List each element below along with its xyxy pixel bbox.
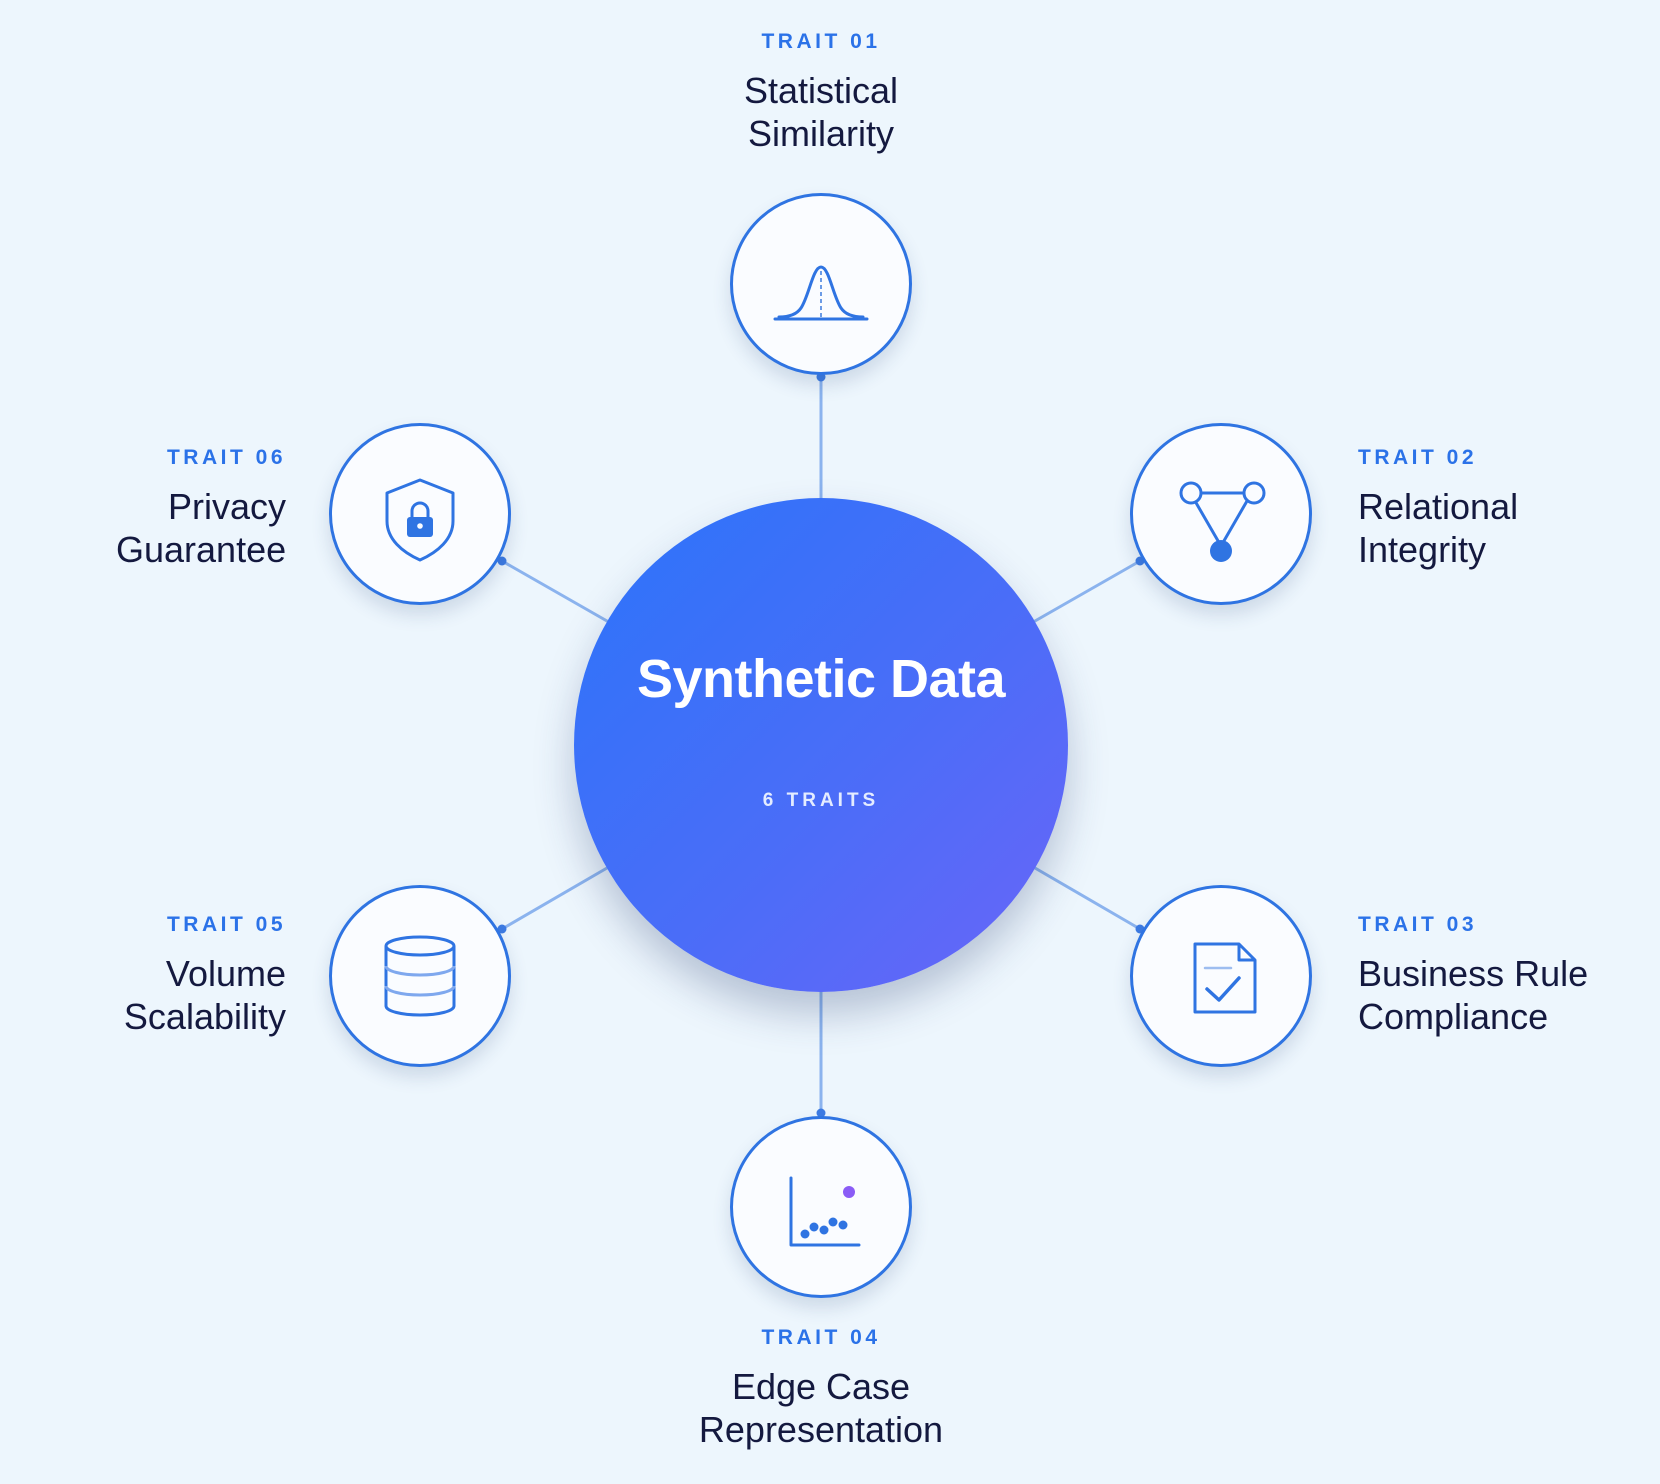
- trait-03-label: TRAIT 03 Business Rule Compliance: [1358, 912, 1660, 1038]
- trait-01-node: [730, 193, 912, 375]
- trait-name: Edge Case Representation: [698, 1366, 944, 1450]
- connected-nodes-icon: [1179, 481, 1266, 562]
- trait-06-node: [329, 423, 511, 605]
- trait-name: Statistical Similarity: [743, 70, 899, 154]
- trait-number: TRAIT 01: [761, 30, 881, 53]
- trait-number: TRAIT 03: [1358, 913, 1478, 936]
- database-icon: [384, 935, 456, 1017]
- trait-01-label: TRAIT 01 Statistical Similarity: [656, 29, 986, 155]
- trait-name: Relational Integrity: [1358, 486, 1519, 570]
- scatter-plot-outlier-icon: [789, 1176, 861, 1247]
- connector-trait-05: [500, 866, 609, 931]
- hub-title: Synthetic Data: [636, 649, 1006, 709]
- center-hub: Synthetic Data 6 TRAITS: [574, 498, 1068, 992]
- trait-name: Volume Scalability: [123, 953, 286, 1037]
- trait-number: TRAIT 02: [1358, 446, 1478, 469]
- connector-dot: [816, 1108, 826, 1118]
- trait-03-node: [1130, 885, 1312, 1067]
- trait-name: Privacy Guarantee: [116, 486, 287, 570]
- trait-05-label: TRAIT 05 Volume Scalability: [0, 912, 286, 1038]
- trait-02-node: [1130, 423, 1312, 605]
- hub-subtitle: 6 TRAITS: [762, 790, 880, 811]
- checked-document-icon: [1193, 942, 1257, 1014]
- trait-02-label: TRAIT 02 Relational Integrity: [1358, 445, 1660, 571]
- trait-number: TRAIT 05: [166, 913, 286, 936]
- connector-trait-03: [1033, 866, 1142, 931]
- shield-lock-icon: [385, 478, 455, 562]
- trait-05-node: [329, 885, 511, 1067]
- trait-number: TRAIT 04: [761, 1326, 881, 1349]
- trait-04-node: [730, 1116, 912, 1298]
- connector-trait-06: [500, 559, 609, 623]
- trait-name: Business Rule Compliance: [1358, 953, 1589, 1037]
- connector-trait-02: [1033, 559, 1142, 623]
- bell-curve-icon: [773, 265, 869, 321]
- trait-06-label: TRAIT 06 Privacy Guarantee: [0, 445, 286, 571]
- trait-number: TRAIT 06: [166, 446, 286, 469]
- trait-04-label: TRAIT 04 Edge Case Representation: [656, 1325, 986, 1451]
- connector-dot: [497, 556, 507, 566]
